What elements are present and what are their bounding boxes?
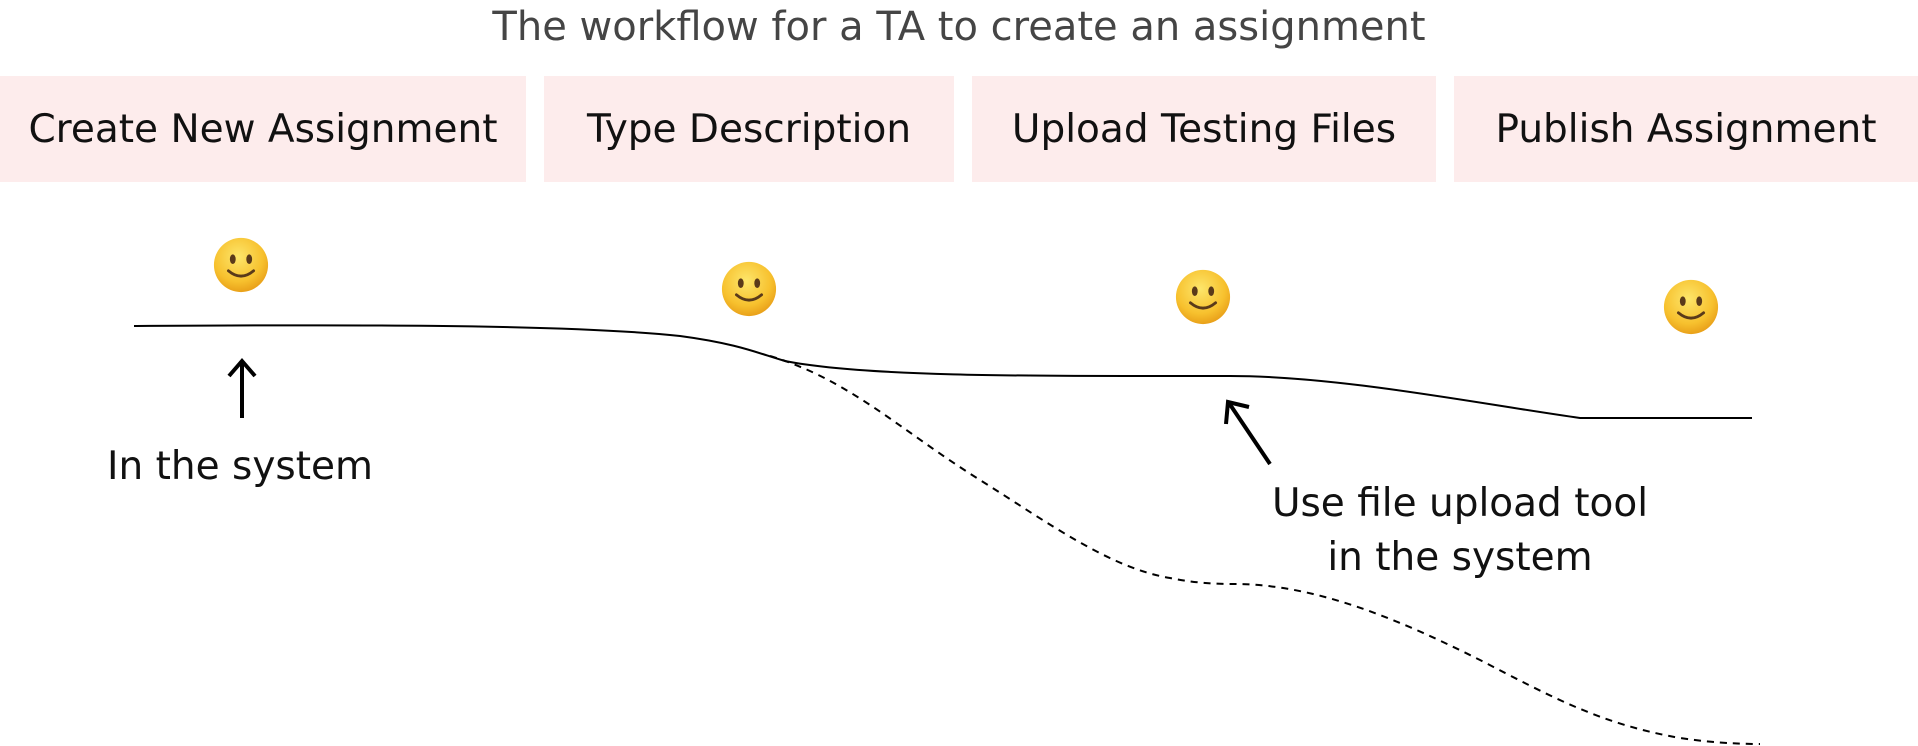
annotation-in-the-system: In the system: [90, 440, 390, 494]
main-journey-line: [133, 324, 1752, 419]
stage-label: Upload Testing Files: [1011, 106, 1397, 152]
stage-publish-assignment: Publish Assignment: [1454, 76, 1918, 182]
stage-type-description: Type Description: [544, 76, 954, 182]
stage-label: Publish Assignment: [1495, 106, 1877, 152]
annotation-line: Use file upload tool: [1271, 481, 1649, 526]
arrow-up-left-icon: [1224, 399, 1272, 466]
annotation-file-upload-tool: Use file upload tool in the system: [1240, 477, 1680, 585]
stage-label: Create New Assignment: [28, 106, 498, 152]
stage-upload-testing-files: Upload Testing Files: [972, 76, 1436, 182]
smiling-face-icon: [213, 237, 269, 293]
annotation-line: in the system: [1327, 535, 1593, 580]
smiling-face-icon: [1175, 269, 1231, 325]
diagram-title: The workflow for a TA to create an assig…: [492, 4, 1426, 50]
smiling-face-icon: [1663, 279, 1719, 335]
stage-label: Type Description: [586, 106, 912, 152]
smiling-face-icon: [721, 261, 777, 317]
annotation-line: In the system: [106, 444, 373, 489]
stage-create-new-assignment: Create New Assignment: [0, 76, 526, 182]
arrow-up-icon: [227, 357, 257, 418]
